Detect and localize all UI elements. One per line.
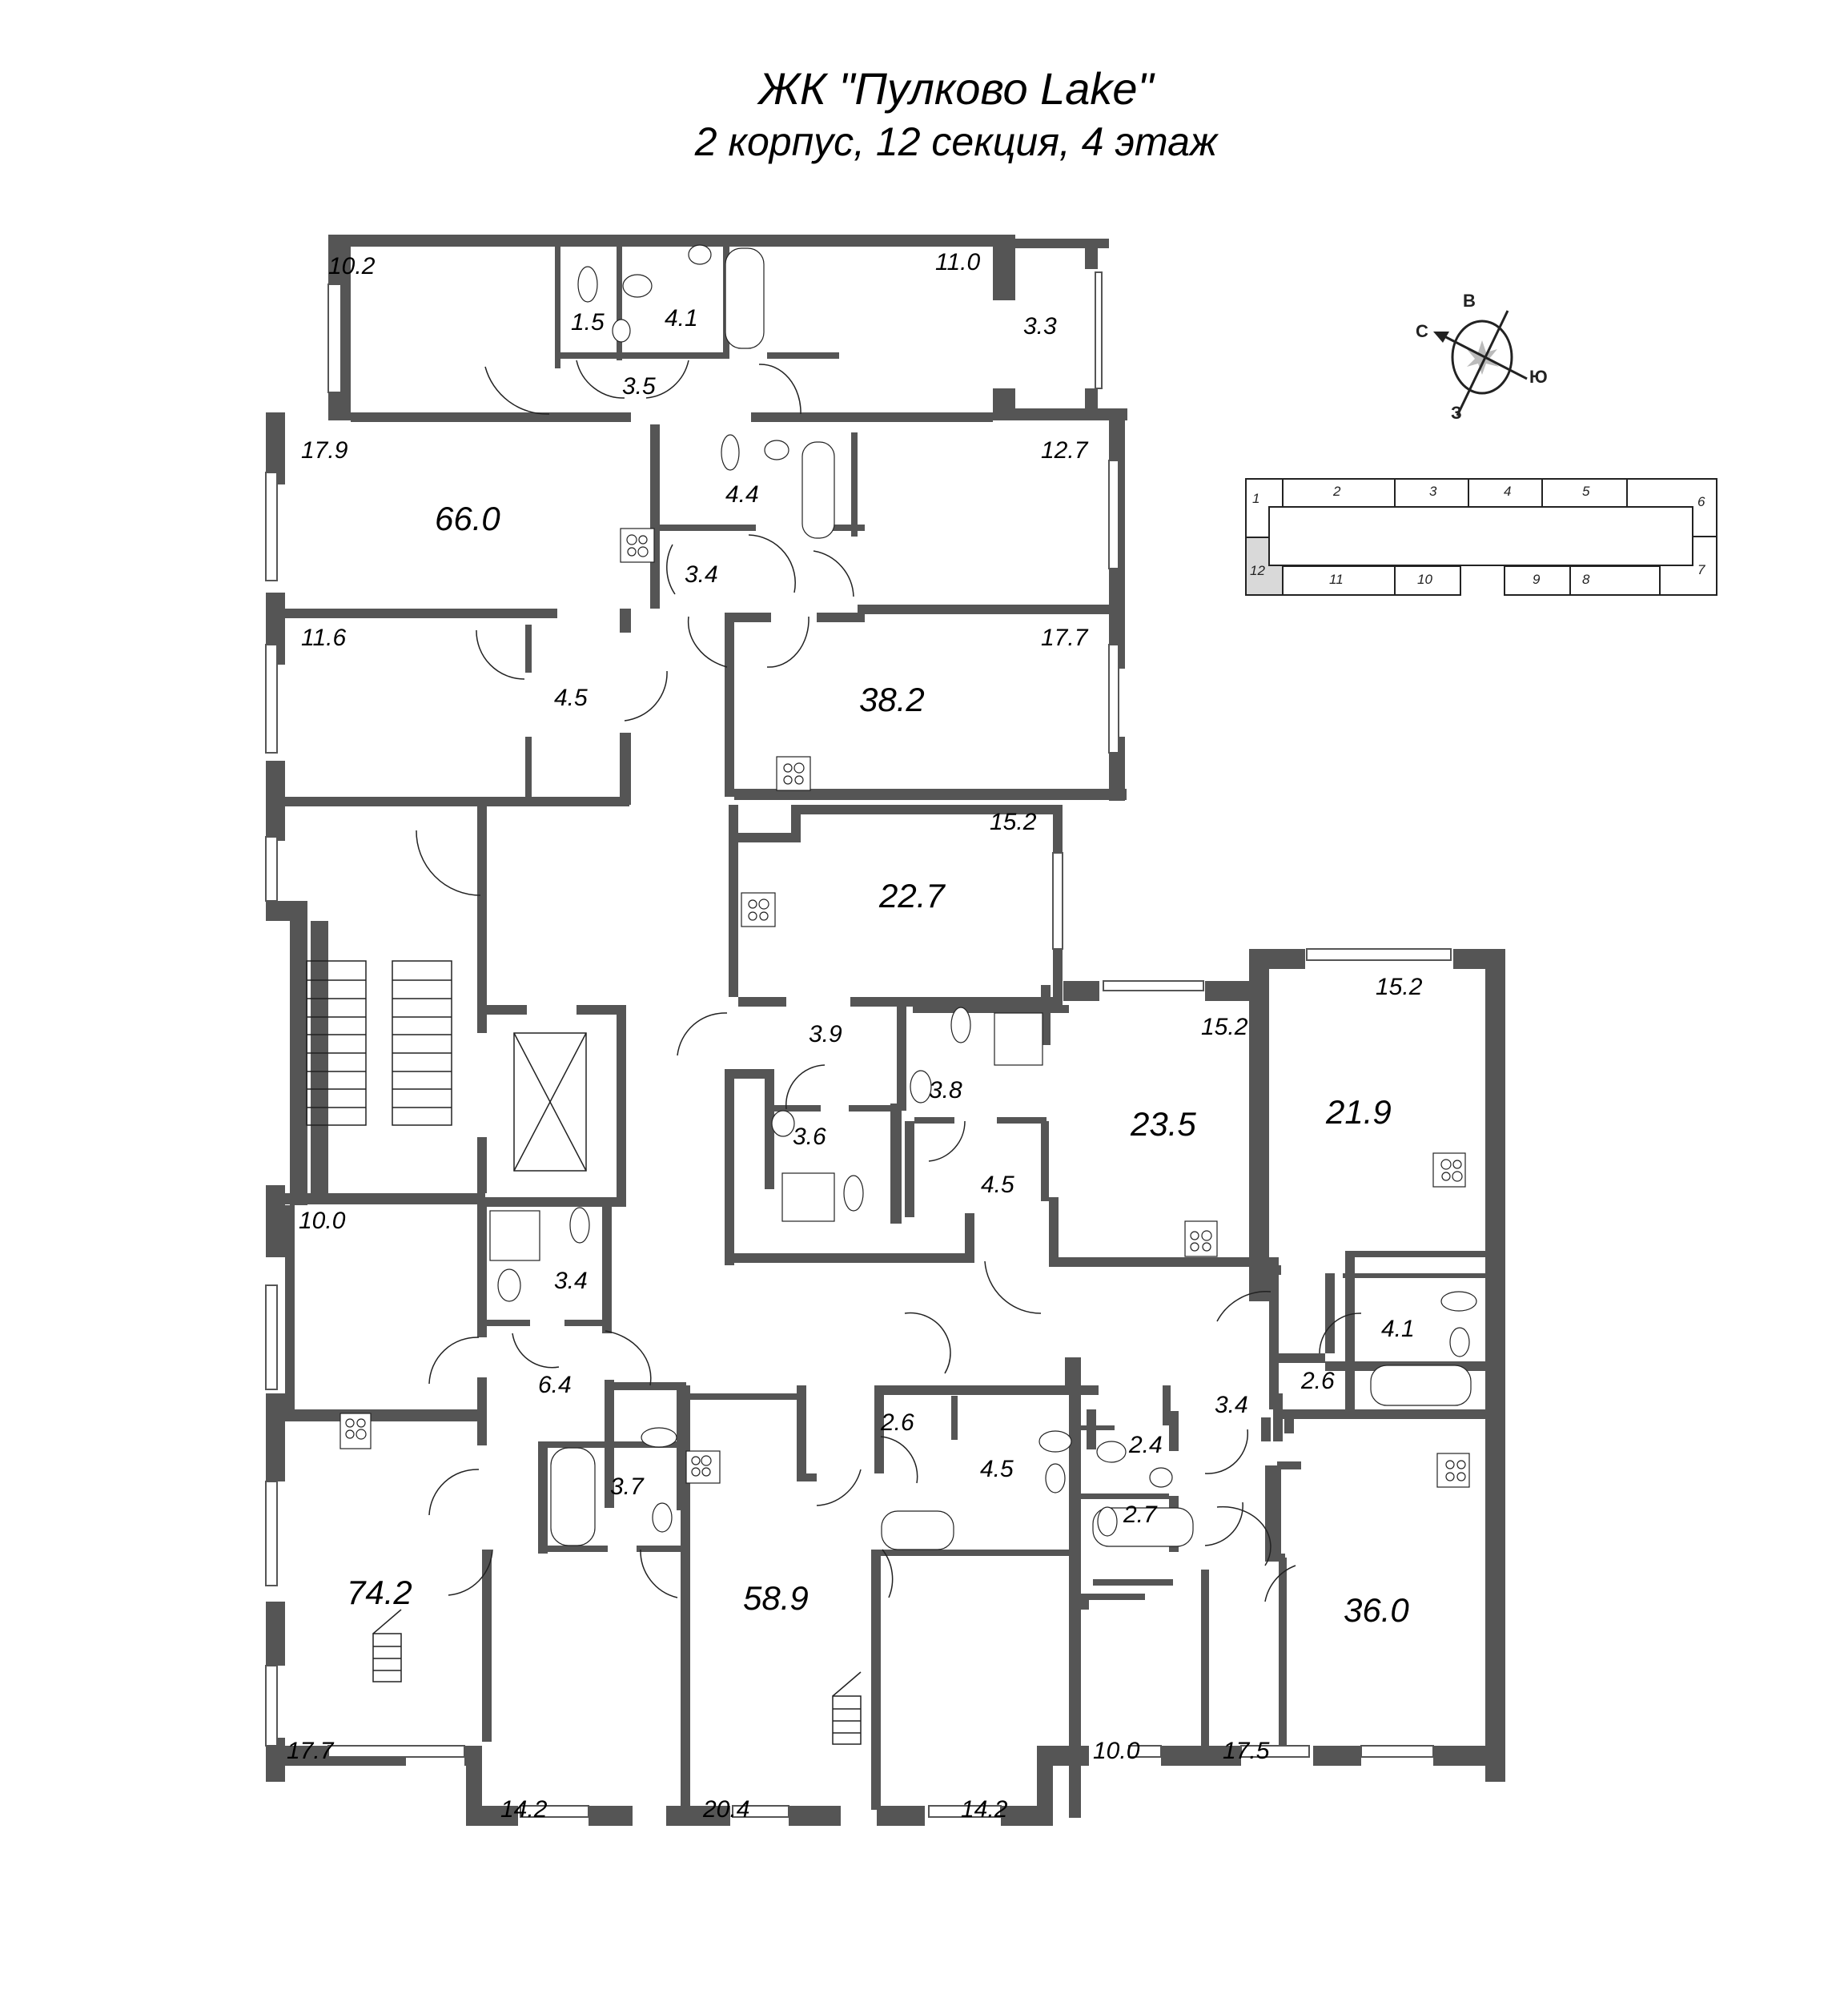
room-area-label: 4.5 [980,1456,1014,1482]
windows [265,271,1452,1818]
apartment-total-area: 58.9 [743,1579,809,1617]
bathtub-icons [550,247,1472,1550]
staircase-icon [306,960,452,1126]
room-area-label: 4.1 [665,305,698,332]
room-area-label: 17.7 [287,1738,334,1764]
section-key-diagram [1245,478,1717,596]
complex-title: ЖК "Пулково Lake" [758,63,1154,114]
room-area-label: 10.2 [328,253,376,279]
apartment-total-area: 66.0 [435,500,500,537]
room-area-label: 3.7 [610,1473,644,1500]
section-key-9: 9 [1533,572,1541,587]
room-area-label: 14.2 [500,1796,548,1823]
building-section-floor: 2 корпус, 12 секция, 4 этаж [694,119,1218,164]
room-area-label: 3.6 [793,1124,826,1150]
room-area-label: 6.4 [538,1372,572,1398]
section-key-12-highlighted: 12 [1250,563,1265,578]
apartment-total-area: 74.2 [347,1574,412,1611]
room-area-label: 4.5 [981,1172,1014,1198]
compass-north-label: С [1416,321,1428,341]
room-area-label: 20.4 [703,1796,750,1823]
room-area-label: 3.3 [1023,313,1057,340]
compass-east-label: В [1463,291,1476,311]
section-key-10: 10 [1417,572,1432,587]
toilet-sink-icons [497,244,1477,1537]
room-area-label: 15.2 [1376,974,1423,1000]
section-key-4: 4 [1504,484,1512,499]
section-key-7: 7 [1697,562,1705,577]
room-area-label: 15.2 [990,809,1037,835]
section-key-8: 8 [1582,572,1590,587]
room-area-label: 2.7 [1123,1502,1157,1528]
room-area-label: 3.4 [685,561,718,588]
room-area-label: 4.4 [725,481,759,508]
shower-icons [489,1012,1043,1261]
internal-stair-icon [372,1609,862,1745]
compass-icon [1433,310,1528,416]
apartment-total-area: 21.9 [1326,1093,1392,1131]
room-area-label: 17.9 [301,437,348,464]
room-area-label: 17.5 [1223,1738,1270,1764]
room-area-label: 1.5 [571,309,605,336]
room-area-label: 2.4 [1129,1432,1163,1458]
section-key-11: 11 [1329,572,1344,587]
section-key-3: 3 [1429,484,1437,499]
room-area-label: 10.0 [1093,1738,1140,1764]
room-area-label: 3.4 [1215,1392,1248,1418]
section-key-5: 5 [1582,484,1590,499]
room-area-label: 2.6 [1301,1368,1335,1394]
elevator-icon [513,1032,587,1172]
room-area-label: 3.8 [929,1077,962,1104]
door-swings [416,360,1362,1602]
section-key-1: 1 [1252,491,1260,506]
room-area-label: 17.7 [1041,625,1088,651]
room-area-label: 10.0 [299,1208,346,1234]
room-area-label: 3.5 [622,373,656,400]
room-area-label: 4.5 [554,685,588,711]
stove-icons [339,528,1470,1488]
room-area-label: 14.2 [961,1796,1008,1823]
compass-west-label: З [1451,403,1462,423]
walls [266,235,1505,1826]
section-key-2: 2 [1333,484,1341,499]
apartment-total-area: 38.2 [859,681,925,718]
room-area-label: 11.6 [301,625,347,651]
room-area-label: 12.7 [1041,437,1088,464]
compass-south-label: Ю [1529,367,1548,387]
apartment-total-area: 36.0 [1344,1591,1409,1629]
apartment-total-area: 23.5 [1131,1105,1196,1143]
room-area-label: 2.6 [881,1409,914,1436]
room-area-label: 4.1 [1381,1316,1415,1342]
room-area-label: 15.2 [1201,1014,1248,1040]
room-area-label: 11.0 [935,249,981,275]
section-key-6: 6 [1697,494,1705,509]
room-area-label: 3.9 [809,1021,842,1047]
apartment-total-area: 22.7 [879,877,945,915]
room-area-label: 3.4 [554,1268,588,1294]
